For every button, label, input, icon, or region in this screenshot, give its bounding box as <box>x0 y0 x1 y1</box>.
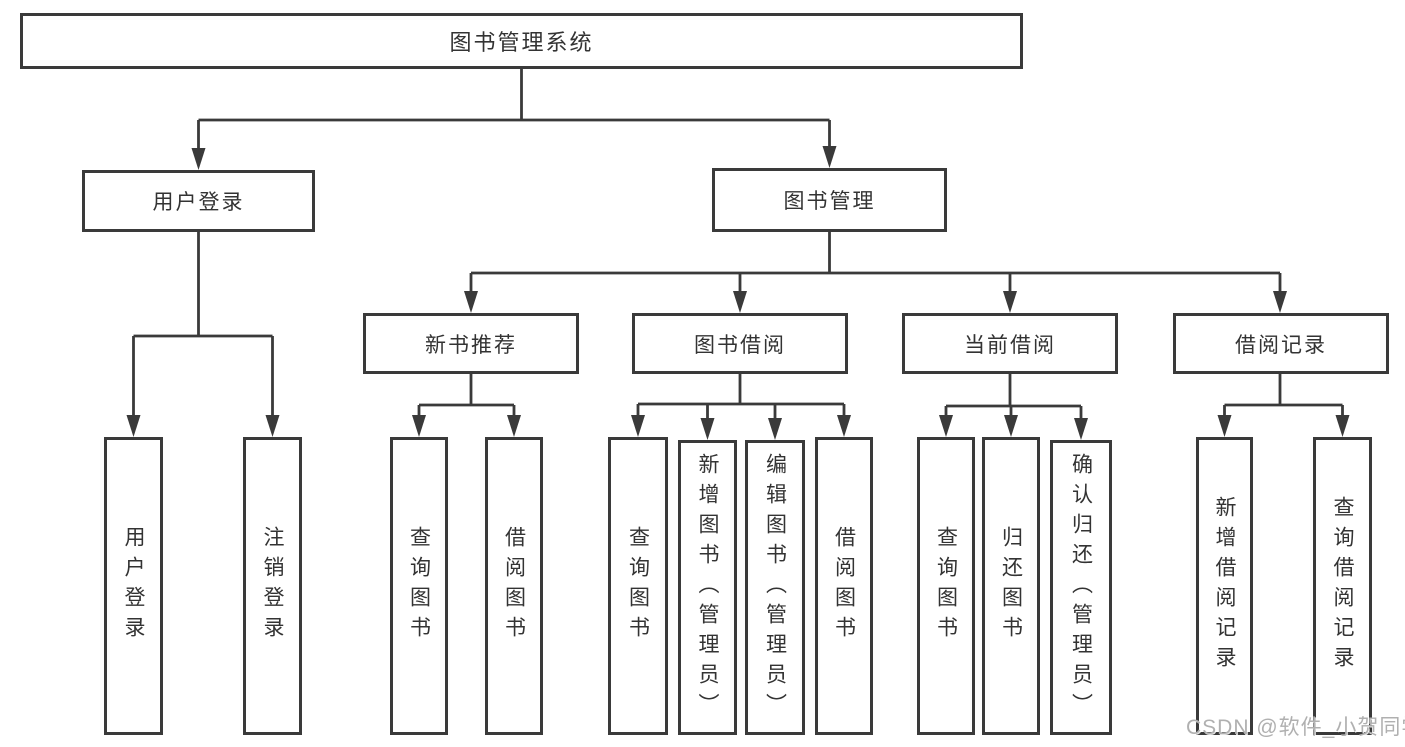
arrowhead <box>733 291 747 313</box>
connector-user-login <box>132 232 274 417</box>
arrowhead <box>464 291 478 313</box>
arrowhead <box>631 415 645 437</box>
arrowhead <box>837 415 851 437</box>
node-new-book-recommend-label: 新书推荐 <box>425 333 517 357</box>
node-user-login-label: 用户登录 <box>152 191 245 214</box>
leaf-borrow-books-1: 借阅图书 <box>485 437 543 735</box>
csdn-watermark: CSDN @软件_小贺同学 <box>1186 716 1405 739</box>
arrowhead <box>939 415 953 437</box>
leaf-query-books-2: 查询图书 <box>608 437 668 735</box>
leaf-query-books-2-label: 查询图书 <box>626 526 650 646</box>
connector-root <box>197 69 831 150</box>
arrowhead <box>191 148 206 170</box>
arrowhead <box>700 418 715 440</box>
arrowhead <box>1004 415 1018 437</box>
node-book-borrow: 图书借阅 <box>632 313 848 374</box>
connector-book-borrow <box>636 374 846 419</box>
arrowhead <box>768 418 782 440</box>
arrowhead <box>1335 415 1350 437</box>
leaf-query-books-3-label: 查询图书 <box>934 526 958 646</box>
arrowhead <box>1217 415 1232 437</box>
leaf-query-books-1: 查询图书 <box>390 437 448 735</box>
connector-borrow-records <box>1223 374 1344 417</box>
arrowhead <box>412 415 426 437</box>
leaf-add-borrow-record: 新增借阅记录 <box>1196 437 1253 735</box>
leaf-logout-label: 注销登录 <box>261 526 284 646</box>
connector-book-management <box>469 232 1282 293</box>
node-new-book-recommend: 新书推荐 <box>363 313 579 374</box>
node-current-borrow: 当前借阅 <box>902 313 1118 374</box>
node-user-login: 用户登录 <box>82 170 315 232</box>
leaf-user-login: 用户登录 <box>104 437 163 735</box>
node-book-management: 图书管理 <box>712 168 947 232</box>
leaf-add-books-admin: 新增图书（管理员） <box>678 440 737 735</box>
arrowhead <box>507 415 521 437</box>
connector-current-borrow <box>944 374 1083 419</box>
leaf-borrow-books-2-label: 借阅图书 <box>832 526 856 646</box>
leaf-confirm-return-admin-label: 确认归还（管理员） <box>1069 452 1093 723</box>
node-book-borrow-label: 图书借阅 <box>694 333 786 357</box>
arrowhead <box>126 415 141 437</box>
leaf-return-books-label: 归还图书 <box>999 526 1023 646</box>
arrowhead <box>1074 418 1088 440</box>
node-root: 图书管理系统 <box>20 13 1023 69</box>
leaf-add-books-admin-label: 新增图书（管理员） <box>696 452 719 723</box>
arrowhead <box>822 146 837 168</box>
leaf-query-books-1-label: 查询图书 <box>407 526 431 646</box>
leaf-borrow-books-2: 借阅图书 <box>815 437 873 735</box>
node-current-borrow-label: 当前借阅 <box>964 333 1056 357</box>
arrowhead <box>1273 291 1287 313</box>
leaf-return-books: 归还图书 <box>982 437 1040 735</box>
node-borrow-records: 借阅记录 <box>1173 313 1389 374</box>
leaf-query-borrow-record: 查询借阅记录 <box>1313 437 1372 735</box>
leaf-borrow-books-1-label: 借阅图书 <box>502 526 526 646</box>
leaf-edit-books-admin-label: 编辑图书（管理员） <box>763 452 787 723</box>
leaf-edit-books-admin: 编辑图书（管理员） <box>745 440 805 735</box>
leaf-logout: 注销登录 <box>243 437 302 735</box>
leaf-query-borrow-record-label: 查询借阅记录 <box>1331 496 1354 676</box>
node-book-management-label: 图书管理 <box>783 190 876 213</box>
node-root-label: 图书管理系统 <box>449 30 594 55</box>
leaf-query-books-3: 查询图书 <box>917 437 975 735</box>
connector-new-book-recommend <box>417 374 516 417</box>
node-borrow-records-label: 借阅记录 <box>1235 333 1327 357</box>
arrowhead <box>265 415 280 437</box>
arrowhead <box>1003 291 1017 313</box>
leaf-add-borrow-record-label: 新增借阅记录 <box>1213 496 1236 676</box>
leaf-user-login-label: 用户登录 <box>122 526 145 646</box>
leaf-confirm-return-admin: 确认归还（管理员） <box>1050 440 1112 735</box>
